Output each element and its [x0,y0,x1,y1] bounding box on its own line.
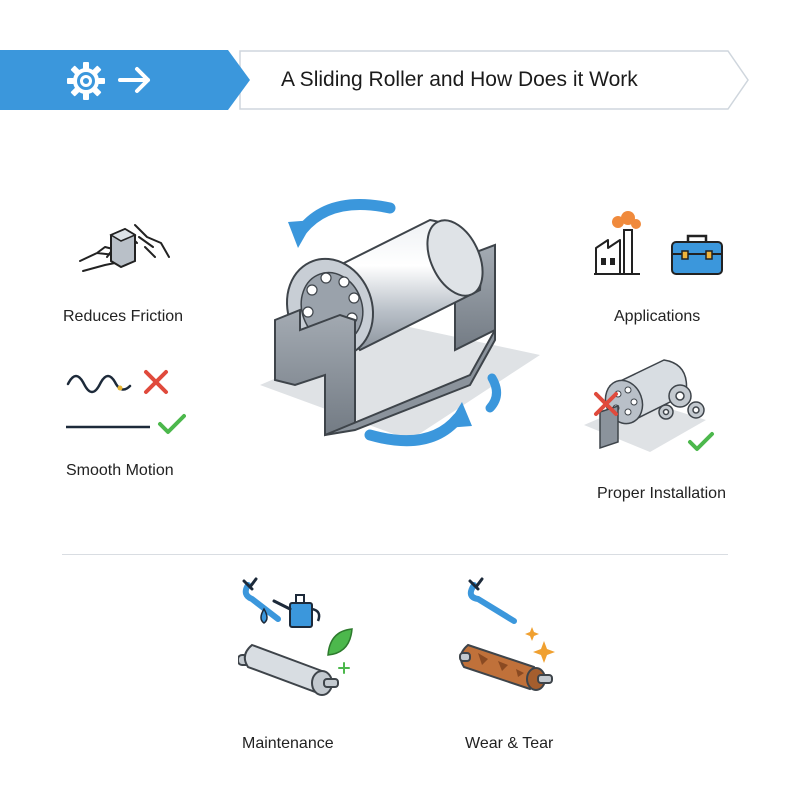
gear-icon [67,62,105,100]
feature-label-maintenance: Maintenance [242,735,334,752]
rotation-arrow-top [296,198,396,236]
header-banner: A Sliding Roller and How Does it Work [0,50,800,110]
feature-label-reduces-friction: Reduces Friction [63,308,184,325]
page-title: A Sliding Roller and How Does it Work [281,68,638,91]
wrench-icon [467,582,517,624]
rotation-arrow-right [485,373,501,413]
toolbox-icon [671,234,723,275]
wrench-icon [242,582,281,622]
applications-icon [594,211,723,275]
feature-label-proper-installation: Proper Installation [597,485,726,502]
feature-label-wear-and-tear: Wear & Tear [465,735,554,752]
rusty-roller-icon [459,643,553,691]
feature-label-applications: Applications [614,308,701,325]
leaf-icon [327,628,353,656]
frame-front [274,308,356,437]
wear-and-tear-icon [459,577,555,691]
gear-cluster [658,384,705,420]
ground-shadow [260,325,540,440]
check-icon [158,414,186,434]
drum-end-right [426,219,484,297]
arrow-right-icon [118,67,150,93]
feature-label-smooth-motion: Smooth Motion [66,462,174,479]
oil-drop-icon [260,607,268,624]
section-divider [62,554,728,555]
proper-installation-icon [584,359,714,452]
check-icon [688,432,714,451]
roller-icon [238,643,339,696]
sparkle-icon [525,627,555,663]
maintenance-icon [238,577,353,696]
roller-illustration [260,198,540,447]
oil-can-icon [272,594,321,628]
smooth-motion-icon [66,370,186,434]
factory-icon [594,211,641,275]
x-icon [594,392,618,416]
x-icon [144,370,168,394]
header-outline [239,50,749,110]
hands-icon [79,224,170,272]
